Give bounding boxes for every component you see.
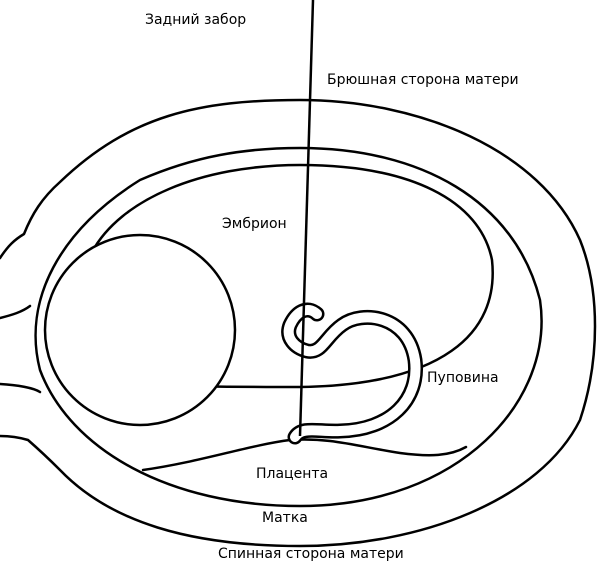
- body-stem-upper: [0, 304, 32, 320]
- label-back-fence: Задний забор: [145, 12, 247, 28]
- label-mother-dorsal-side: Спинная сторона матери: [218, 546, 404, 562]
- label-embryo: Эмбрион: [222, 216, 287, 232]
- label-mother-ventral-side: Брюшная сторона матери: [327, 72, 519, 88]
- placenta-outline: [141, 438, 468, 472]
- uterus-wall: [34, 146, 543, 508]
- embryo-outline: [90, 163, 494, 389]
- yolk-sac: [43, 233, 237, 427]
- label-uterus: Матка: [262, 510, 308, 526]
- label-placenta: Плацента: [256, 466, 329, 482]
- outer-body-shell: [0, 98, 597, 548]
- body-stem-lower: [0, 382, 42, 394]
- label-umbilical-cord: Пуповина: [427, 370, 499, 386]
- umbilical-cord-inner: [283, 305, 421, 442]
- back-fence-line: [298, 0, 315, 437]
